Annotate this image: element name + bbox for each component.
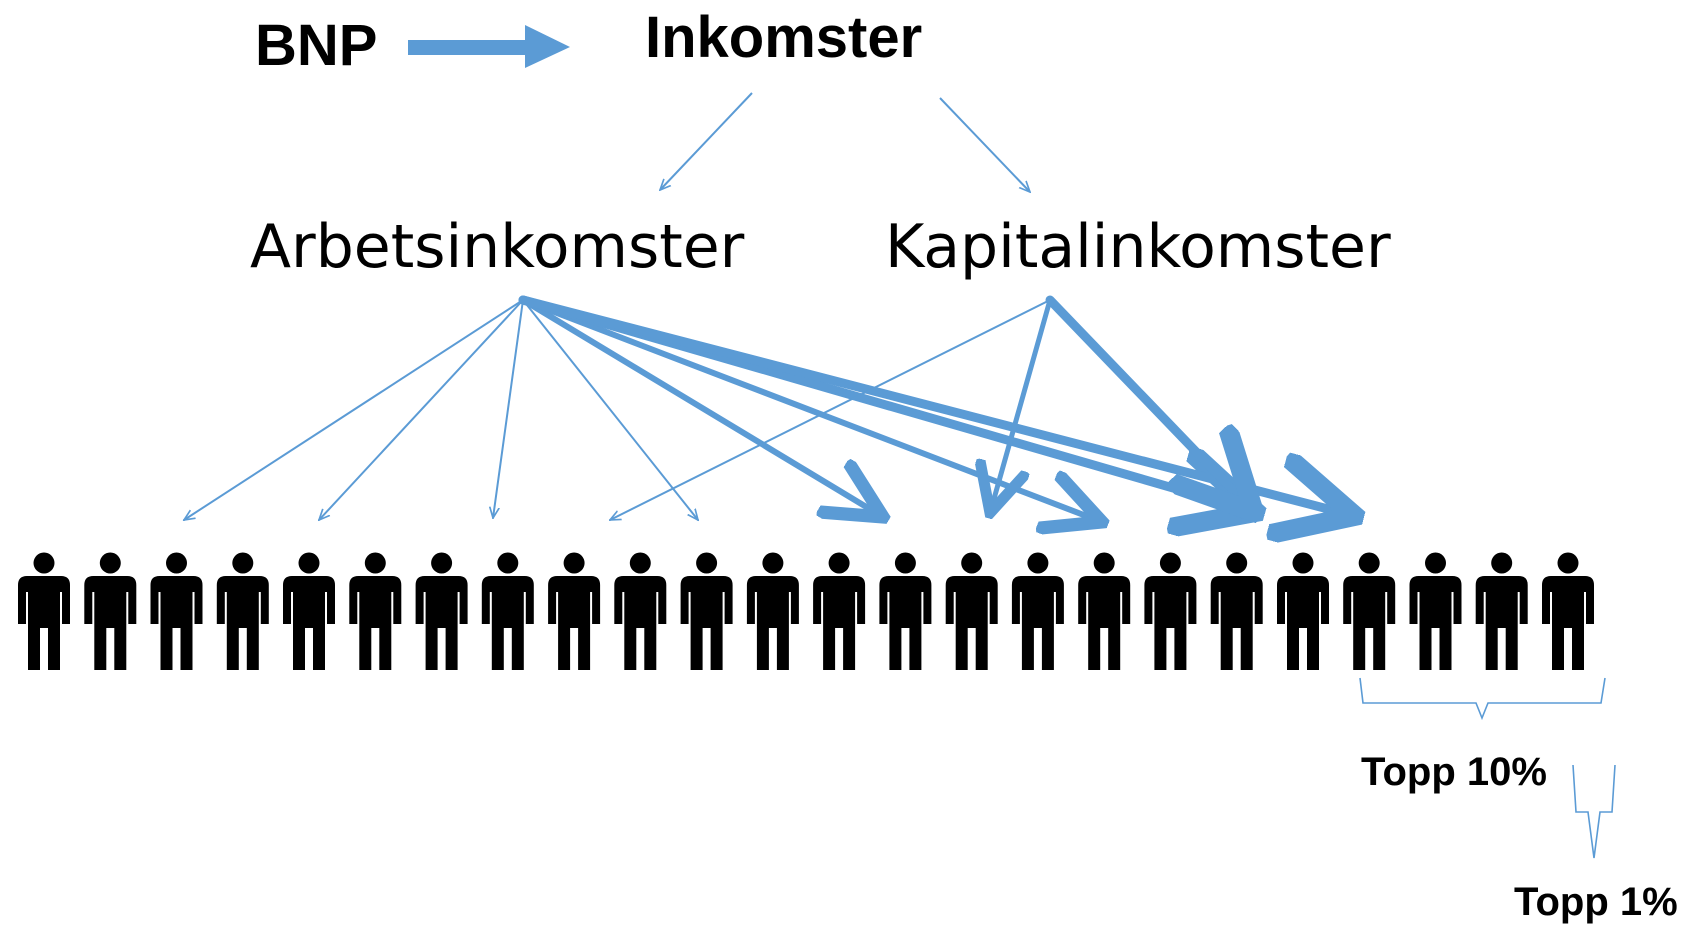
person-icon [945,552,998,670]
arrow-to-labor [660,92,753,190]
person-icon [614,552,667,670]
person-icon [680,552,733,670]
capital-arrow [610,299,1051,521]
labor-arrow [319,299,524,520]
arrow-to-capital [939,97,1030,192]
person-icon [481,552,534,670]
labor-income-label: Arbetsinkomster [250,212,745,282]
incomes-label: Inkomster [645,5,923,70]
capital-income-label: Kapitalinkomster [885,212,1391,282]
capital-income-arrows [610,295,1254,521]
arrowhead [525,25,570,68]
top-1-brace [1572,764,1616,859]
labor-arrow [520,297,1102,522]
person-icon [1011,552,1064,670]
labor-income-arrows [184,295,1355,522]
person-icon [18,552,70,670]
person-icon [283,552,335,670]
person-icon [216,552,269,670]
right-arrow-icon [408,40,530,55]
top-10-brace [1359,677,1606,721]
person-icon [349,552,402,670]
person-icon [1475,552,1528,670]
split-arrows [660,92,1030,192]
gdp-label: BNP [255,13,378,78]
person-icon [813,552,866,670]
person-icon [746,552,799,670]
top-10-label: Topp 10% [1361,750,1547,794]
top-1-label: Topp 1% [1514,880,1678,924]
capital-arrow [990,297,1053,513]
person-icon [1277,552,1329,670]
person-icon [1210,552,1263,670]
labor-arrow [520,297,883,517]
person-icon [1078,552,1131,670]
person-icon [1343,552,1396,670]
gdp-to-incomes-arrow [408,25,570,68]
curly-brace-icon [1359,677,1616,859]
person-icon [150,552,203,670]
person-icon [548,552,601,670]
person-icon [1144,552,1197,670]
capital-arrow [1045,295,1254,512]
person-icon [84,552,137,670]
person-icon [1542,552,1594,670]
person-icon [415,552,468,670]
person-icon [1409,552,1462,670]
labor-arrow [522,299,698,520]
labor-arrow [184,299,524,520]
person-icon [879,552,932,670]
people-row [18,552,1594,670]
labor-arrow [493,299,524,518]
